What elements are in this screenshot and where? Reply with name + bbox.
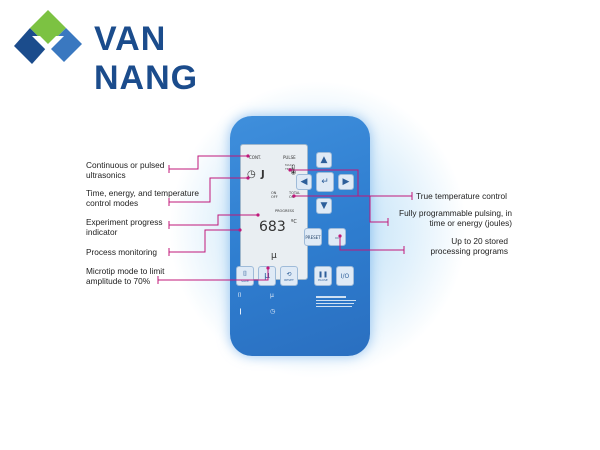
reset-icon: ⟲ xyxy=(286,270,292,278)
logo-mark-icon xyxy=(14,10,82,64)
callout-process-monitoring: Process monitoring xyxy=(86,247,158,257)
callout-progress-indicator: Experiment progress indicator xyxy=(86,217,163,237)
line-progress xyxy=(169,214,258,226)
up-button[interactable]: ▲ xyxy=(316,152,332,168)
brand-name: VAN NANG xyxy=(94,20,199,97)
fine-print-line xyxy=(316,296,346,298)
reset-button[interactable]: ⟲ RESET xyxy=(280,266,298,286)
callout-continuous-pulsed: Continuous or pulsed ultrasonics xyxy=(86,160,165,180)
fine-print-line xyxy=(316,300,356,301)
line-programs xyxy=(339,236,404,251)
legend-icons: ⌷ μ ❙ ◷ xyxy=(238,292,308,334)
lcd-unit: ºC xyxy=(291,219,297,225)
lcd-display: CONT. PULSE ◷ J 🌡 MAX TEMP ON OFF TOTAL … xyxy=(240,144,308,280)
line-microtip xyxy=(158,268,269,281)
callout-pulsing: Fully programmable pulsing, in time or e… xyxy=(399,208,512,228)
pause-button[interactable]: ❚❚ PAUSE xyxy=(314,266,332,286)
line-monitoring xyxy=(169,229,240,253)
preset-button[interactable]: PRESET xyxy=(304,228,322,246)
line-modes xyxy=(169,177,248,203)
down-button[interactable]: ▼ xyxy=(316,198,332,214)
right-button[interactable]: ▶ xyxy=(338,174,354,190)
callout-control-modes: Time, energy, and temperature control mo… xyxy=(86,188,199,208)
start-stop-button[interactable]: I/O xyxy=(336,266,354,286)
line-temp xyxy=(290,169,412,197)
legend-mu-icon: μ xyxy=(270,292,274,299)
lcd-reading: 683 xyxy=(259,219,286,235)
callout-programs: Up to 20 stored processing programs xyxy=(430,236,508,256)
lcd-total-on: TOTAL ON xyxy=(289,191,301,199)
callout-temperature: True temperature control xyxy=(416,191,507,201)
line-pulsing xyxy=(294,195,388,223)
microtip-label: μ xyxy=(264,271,270,281)
legend-timer-icon: ◷ xyxy=(270,308,276,315)
save-icon: ⌷ xyxy=(242,269,248,278)
start-stop-label: I/O xyxy=(340,272,350,280)
line-cont-pulse xyxy=(169,155,248,170)
microtip-button[interactable]: μ xyxy=(258,266,276,286)
lcd-mode-pulse: PULSE xyxy=(283,155,296,160)
energy-icon: J xyxy=(261,169,265,180)
lcd-mu: μ xyxy=(271,251,277,261)
clock-icon: ◷ xyxy=(247,169,256,180)
fine-print-line xyxy=(316,306,352,307)
save-top-button[interactable]: ▭ xyxy=(328,228,346,246)
brand-logo: VAN NANG xyxy=(8,6,278,97)
lcd-progress: PROGRESS xyxy=(275,209,295,213)
enter-button[interactable]: ↵ xyxy=(316,172,334,192)
fine-print xyxy=(316,294,360,324)
legend-thermo-icon: ❙ xyxy=(238,308,244,315)
left-button[interactable]: ◀ xyxy=(296,174,312,190)
pause-label: PAUSE xyxy=(318,277,328,282)
callout-microtip: Microtip mode to limit amplitude to 70% xyxy=(86,266,165,286)
fine-print-line xyxy=(316,303,354,304)
legend-save-icon: ⌷ xyxy=(238,292,242,299)
pause-icon: ❚❚ xyxy=(317,270,329,278)
reset-label: RESET xyxy=(284,277,294,282)
control-panel: CONT. PULSE ◷ J 🌡 MAX TEMP ON OFF TOTAL … xyxy=(230,116,370,356)
lcd-onoff: ON OFF xyxy=(271,191,278,199)
lcd-mode-cont: CONT. xyxy=(249,155,262,160)
